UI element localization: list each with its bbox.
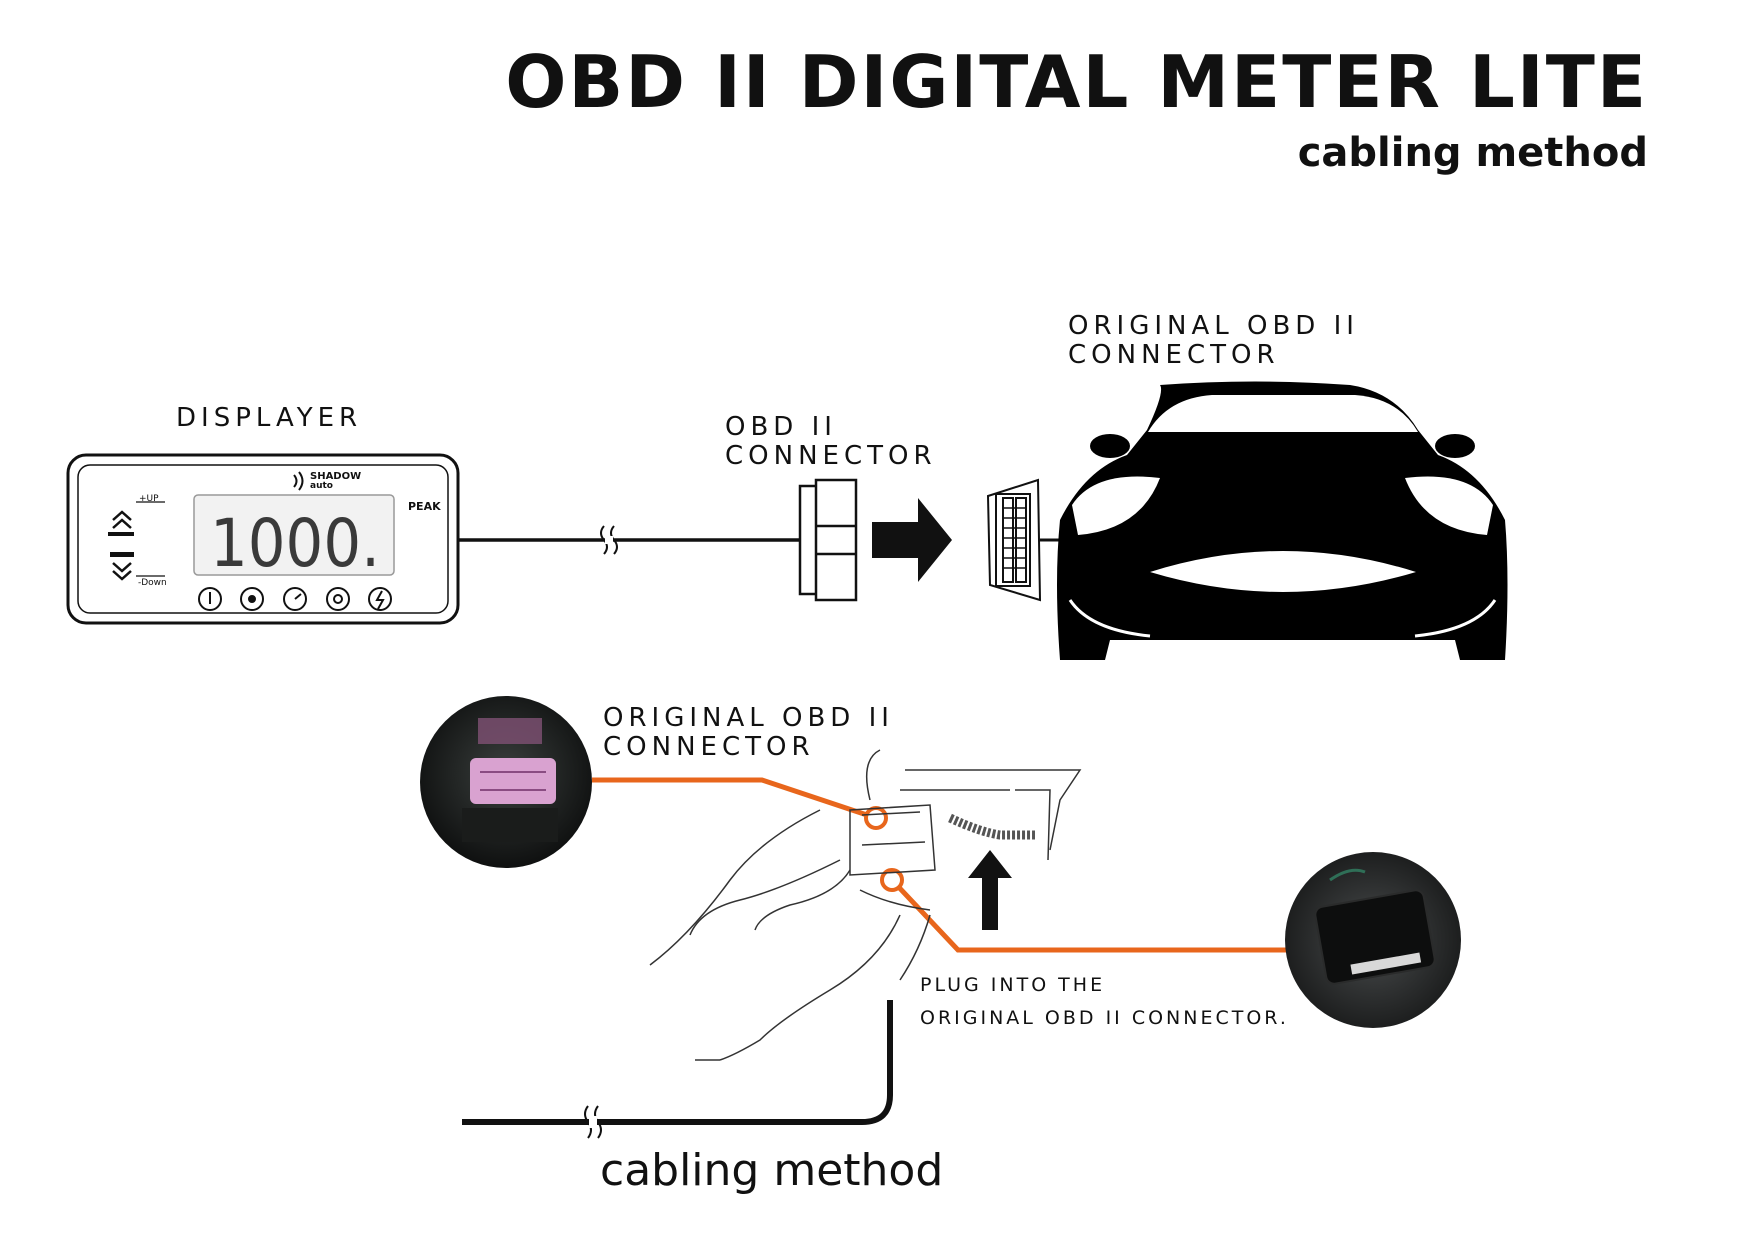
up-plug-arrow [968, 850, 1012, 930]
corrugated-cable [948, 813, 1035, 840]
brand-name: SHADOW [310, 471, 361, 482]
obd-connector-label-line2: CONNECTOR [725, 441, 937, 471]
down-arrow-icon [112, 562, 132, 573]
voltage-icon [368, 587, 392, 611]
up-button-label: +UP [139, 494, 159, 504]
lower-cable-break-mark [584, 1105, 592, 1139]
plug-photo [1285, 852, 1461, 1028]
obd-connector-label-line1: OBD II [725, 412, 837, 442]
up-arrow-icon [112, 510, 132, 521]
coolant-temp-icon [198, 587, 222, 611]
peak-label: PEAK [408, 500, 441, 513]
car-silhouette [1057, 381, 1508, 660]
rpm-icon [240, 587, 264, 611]
original-connector-label-line1: ORIGINAL OBD II [1068, 311, 1359, 341]
cable-break-mark [600, 525, 608, 555]
down-button-label: -Down [138, 578, 167, 588]
brand-sub: auto [310, 481, 333, 491]
original-connector-photo [420, 696, 592, 868]
footer-label: cabling method [600, 1145, 944, 1196]
fuel-icon [326, 587, 350, 611]
leader-line-plug [890, 878, 1295, 953]
hand-connector-illustration [649, 749, 1082, 1061]
plug-instruction-line1: PLUG INTO THE [920, 974, 1106, 996]
plug-instruction-line2: ORIGINAL OBD II CONNECTOR. [920, 1007, 1289, 1029]
leader-dot-plug [880, 868, 904, 892]
shadow-logo-icon [293, 474, 298, 488]
display-value: 1000. [210, 505, 380, 582]
original-connector-photo-label-line2: CONNECTOR [603, 732, 815, 762]
lower-cable [462, 1000, 893, 1125]
displayer-device [66, 453, 460, 625]
speed-icon [283, 587, 307, 611]
original-obd-port [986, 478, 1062, 602]
original-connector-label-line2: CONNECTOR [1068, 340, 1280, 370]
obd-connector [798, 478, 858, 602]
page-title: OBD II DIGITAL METER LITE [505, 40, 1648, 124]
device-icon-row [198, 587, 392, 611]
page-subtitle: cabling method [1297, 130, 1648, 176]
leader-dot-original [864, 806, 888, 830]
plug-direction-arrow [872, 498, 952, 582]
leader-line-original [592, 777, 877, 821]
displayer-label: DISPLAYER [176, 403, 363, 433]
lcd-screen [193, 494, 395, 576]
original-connector-photo-label-line1: ORIGINAL OBD II [603, 703, 894, 733]
